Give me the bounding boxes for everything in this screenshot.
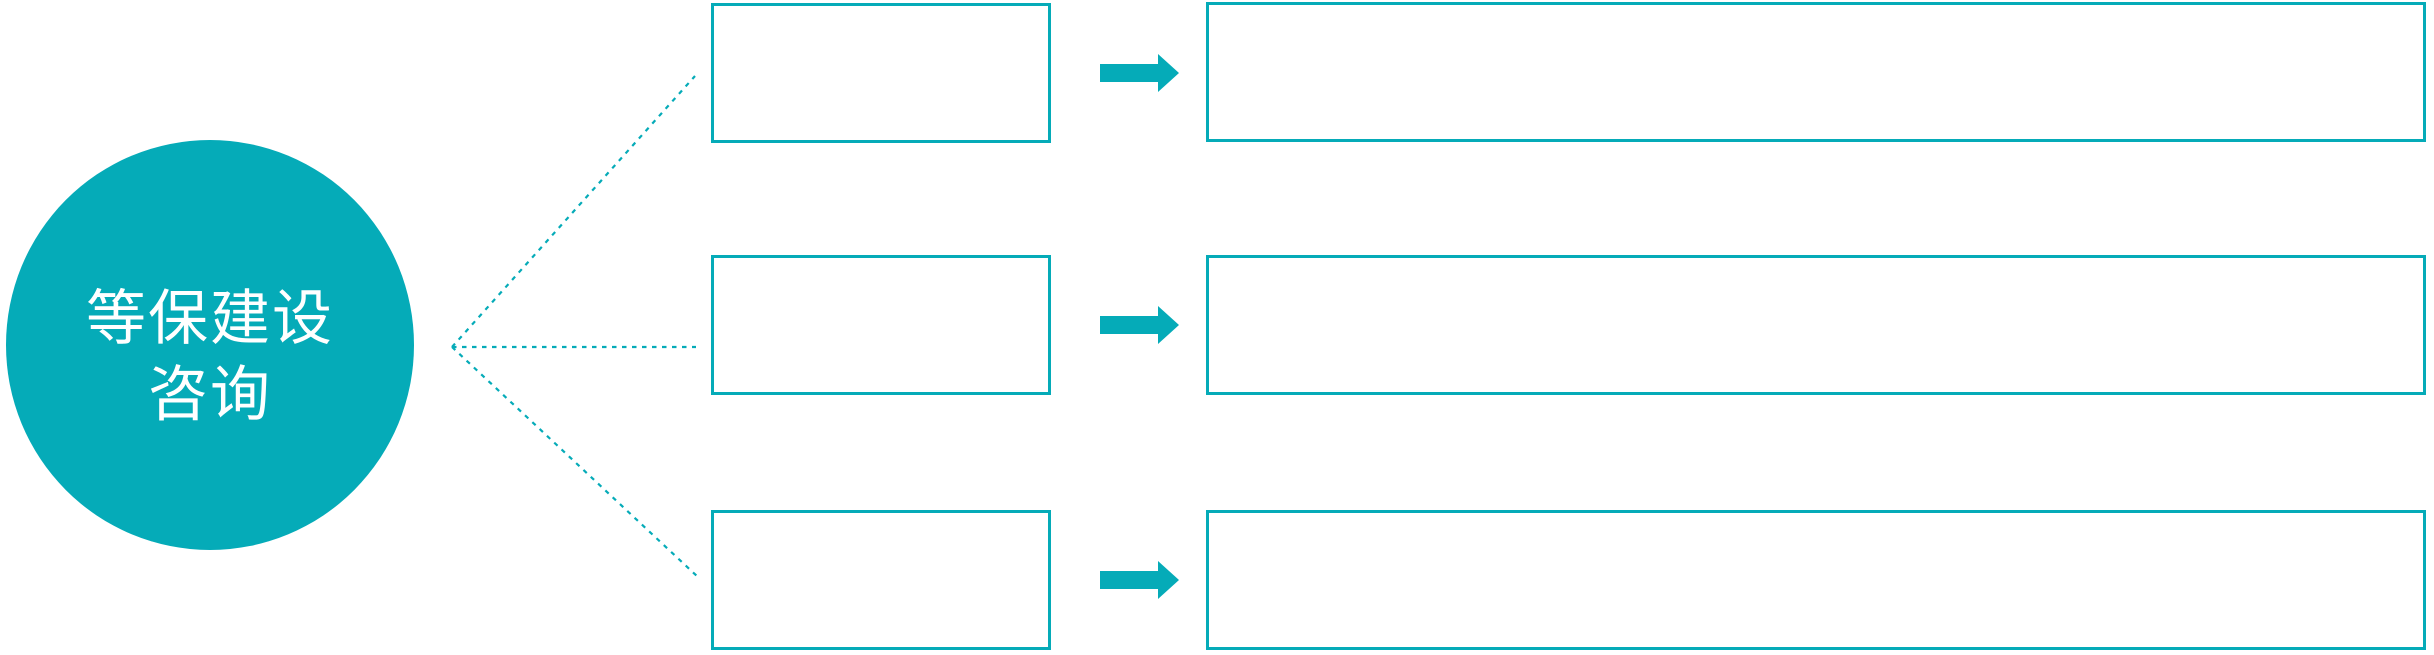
step-box-2 <box>711 255 1051 395</box>
hub-label-line2: 咨询 <box>148 361 272 428</box>
arrow-right-icon <box>1100 561 1179 599</box>
arrow-right-icon <box>1100 306 1179 344</box>
detail-box-2 <box>1206 255 2426 395</box>
detail-box-1 <box>1206 2 2426 142</box>
detail-box-3 <box>1206 510 2426 650</box>
arrow-right-shape <box>1100 306 1179 344</box>
arrow-right-shape <box>1100 561 1179 599</box>
dotted-connector-bottom <box>451 346 700 579</box>
dotted-connector-top <box>451 75 696 348</box>
hub-label-line1: 等保建设 <box>86 285 334 352</box>
step-box-1 <box>711 3 1051 143</box>
arrow-right-shape <box>1100 54 1179 92</box>
arrow-right-icon <box>1100 54 1179 92</box>
hub-circle: 等保建设 咨询 <box>6 140 414 550</box>
step-box-3 <box>711 510 1051 650</box>
